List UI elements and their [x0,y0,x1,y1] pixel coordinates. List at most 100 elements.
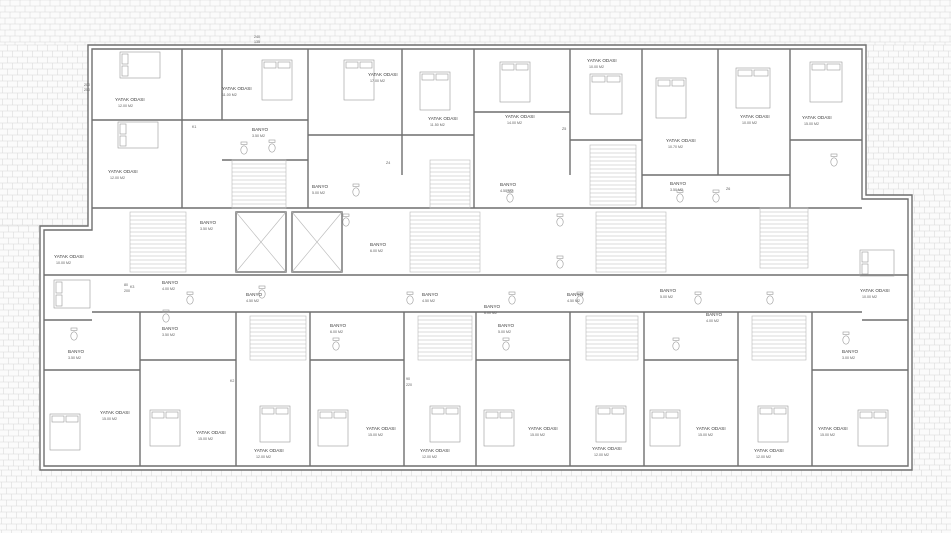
toilet-tank [830,153,838,157]
room-area: 12.00 M2 [594,453,609,457]
bed [343,59,375,101]
room-name: BANYO [370,242,387,247]
room-name: YATAK ODASI [860,288,890,293]
pillow [859,411,873,419]
pillow [121,65,129,77]
door-tag: K3 [130,285,134,289]
bed [809,61,843,103]
door-tag: 80 [124,283,128,287]
toilet [830,157,838,167]
toilet-tank [268,139,276,143]
bed [49,413,81,451]
pillow [51,415,65,423]
room-name: BANYO [706,312,723,317]
door-tag: Z6 [726,187,730,191]
room-name: YATAK ODASI [100,410,130,415]
room-area: 15.00 M2 [102,417,117,421]
pillow [55,281,63,294]
room-area: 3.50 M2 [162,333,175,337]
elevator-shafts [235,211,343,273]
room-area: 4.00 M2 [706,319,719,323]
room-name: YATAK ODASI [666,138,696,143]
room-area: 12.00 M2 [756,455,771,459]
window-tag: 250 [84,88,90,92]
room-area: 4.00 M2 [162,287,175,291]
room-area: 15.00 M2 [804,122,819,126]
room-area: 5.00 M2 [498,330,511,334]
room-name: BANYO [68,349,85,354]
pillow [591,75,606,83]
bed [53,279,91,309]
room-area: 4.50 M2 [567,299,580,303]
toilet-tank [240,141,248,145]
bed [483,409,515,447]
bed [735,67,771,109]
door-tag: K2 [230,379,234,383]
toilet-tank [332,337,340,341]
room-area: 4.50 M2 [422,299,435,303]
pillow [431,407,445,415]
toilet-tank [186,291,194,295]
toilet-tank [576,291,584,295]
toilet [766,295,774,305]
room-labels: YATAK ODASI 12.00 M2 YATAK ODASI 11.00 M… [54,58,890,459]
room-name: YATAK ODASI [740,114,770,119]
room-name: BANYO [312,184,329,189]
toilet-tank [556,213,564,217]
bed [149,409,181,447]
pillow [753,69,769,77]
room-name: BANYO [484,304,501,309]
pillow [665,411,679,419]
room-name: BANYO [567,292,584,297]
toilet-tank [672,337,680,341]
room-name: YATAK ODASI [592,446,622,451]
room-name: BANYO [670,181,687,186]
pillow [861,263,869,275]
bed [429,405,461,443]
room-name: BANYO [660,288,677,293]
bed [649,409,681,447]
bed [261,59,293,101]
stair-outline [759,207,809,269]
room-area: 6.00 M2 [484,311,497,315]
room-area: 3.50 M2 [68,356,81,360]
room-name: BANYO [252,127,269,132]
room-name: YATAK ODASI [528,426,558,431]
room-name: BANYO [200,220,217,225]
room-area: 10.00 M2 [862,295,877,299]
toilet-tank [766,291,774,295]
toilet [352,187,360,197]
bed [857,409,889,447]
stair-outline [595,211,667,273]
door-tag: 90 [406,377,410,381]
toilet-tank [508,291,516,295]
room-name: YATAK ODASI [428,116,458,121]
building-outline [39,44,913,471]
pillow [606,75,621,83]
room-area: 6.00 M2 [370,249,383,253]
bed [317,409,349,447]
toilet [186,295,194,305]
room-name: YATAK ODASI [368,72,398,77]
toilet [694,295,702,305]
door-tag: 220 [406,383,412,387]
pillow [359,61,373,69]
toilet-tank [712,189,720,193]
bed [655,77,687,119]
room-area: 15.00 M2 [368,433,383,437]
toilet-tank [502,337,510,341]
room-area: 4.50 M2 [246,299,259,303]
room-area: 11.50 M2 [430,123,445,127]
pillow [737,69,753,77]
bed [259,405,291,443]
toilet [672,341,680,351]
bed [859,249,895,277]
room-name: YATAK ODASI [587,58,617,63]
bed [499,61,531,103]
stair-outline [129,211,187,273]
bed [757,405,789,443]
pillow [421,73,435,81]
pillow [861,251,869,263]
bed-furniture [49,51,895,451]
room-name: BANYO [162,280,179,285]
